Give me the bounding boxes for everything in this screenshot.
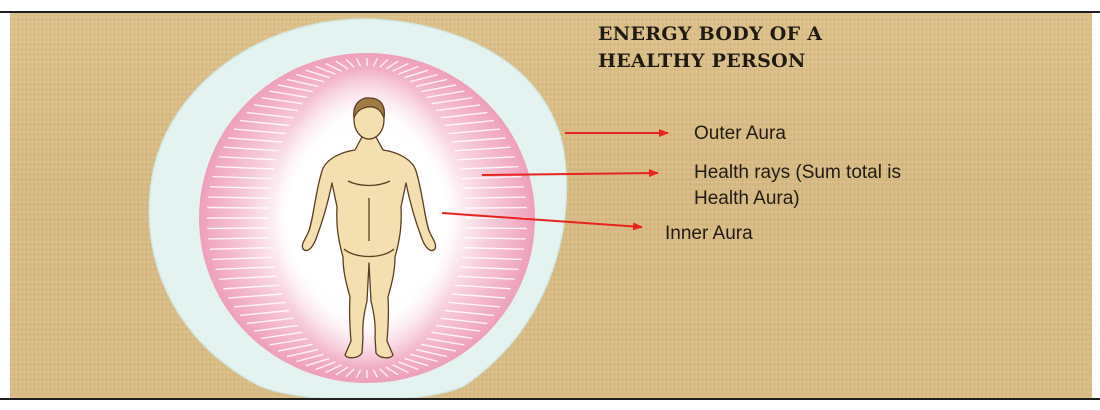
title-line-2: HEALTHY PERSON: [598, 50, 806, 72]
frame-bottom-border: [0, 398, 1100, 400]
slide: ENERGY BODY OF A HEALTHY PERSON Outer Au…: [10, 13, 1092, 398]
health-ray-stroke: [207, 228, 269, 229]
outer-aura-label: Outer Aura: [694, 121, 786, 147]
health-ray-stroke: [207, 208, 269, 209]
health-rays-label-line-1: Health rays (Sum total is: [694, 160, 901, 186]
health-ray-stroke: [465, 228, 527, 229]
title-line-1: ENERGY BODY OF A: [598, 23, 822, 45]
health-rays-label-line-2: Health Aura): [694, 186, 800, 212]
energy-body-illustration: [10, 13, 1092, 398]
inner-aura-label: Inner Aura: [665, 221, 753, 247]
health-ray-stroke: [465, 208, 527, 209]
